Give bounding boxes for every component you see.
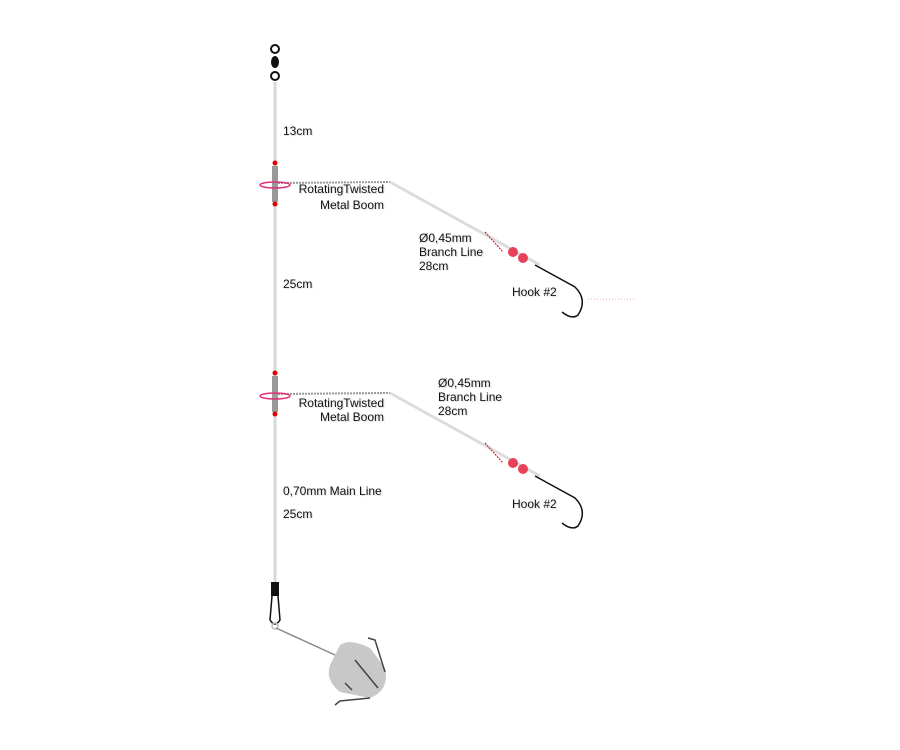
boom2-label-line2: Metal Boom (319, 410, 384, 424)
hook-icon (534, 475, 584, 529)
swivel-icon (270, 44, 280, 81)
stopper-bead (272, 160, 278, 166)
branch2-diameter-label: Ø0,45mm (438, 376, 491, 390)
boom1-label-line2: Metal Boom (319, 198, 384, 212)
grapnel-sinker-icon (275, 627, 386, 706)
boom1-label-line1: RotatingTwisted (298, 182, 384, 196)
branch1-diameter-label: Ø0,45mm (419, 231, 472, 245)
mid-length-label: 25cm (283, 277, 313, 291)
stopper-bead (272, 411, 278, 417)
branch-line-2 (389, 391, 584, 529)
branch1-length-label: 28cm (419, 259, 449, 273)
branch-line-1 (389, 180, 635, 318)
rotation-arrow-icon (259, 181, 291, 189)
hook2-label: Hook #2 (512, 497, 557, 511)
branch2-length-label: 28cm (438, 404, 468, 418)
boom2-label-line1: RotatingTwisted (298, 396, 384, 410)
bead (508, 458, 518, 468)
top-length-label: 13cm (283, 124, 313, 138)
stopper-bead (272, 201, 278, 207)
hook1-label: Hook #2 (512, 285, 557, 299)
snap-swivel-icon (269, 582, 281, 630)
bead (518, 464, 528, 474)
metal-boom-2 (259, 370, 391, 417)
hook-icon (534, 264, 584, 318)
bead (508, 247, 518, 257)
metal-boom-1 (259, 160, 391, 207)
stopper-bead (272, 370, 278, 376)
bottom-length-label: 25cm (283, 507, 313, 521)
main-line-label: 0,70mm Main Line (283, 484, 382, 498)
rotation-arrow-icon (259, 392, 291, 400)
bead (518, 253, 528, 263)
branch1-name-label: Branch Line (419, 245, 484, 259)
branch2-name-label: Branch Line (438, 390, 503, 404)
